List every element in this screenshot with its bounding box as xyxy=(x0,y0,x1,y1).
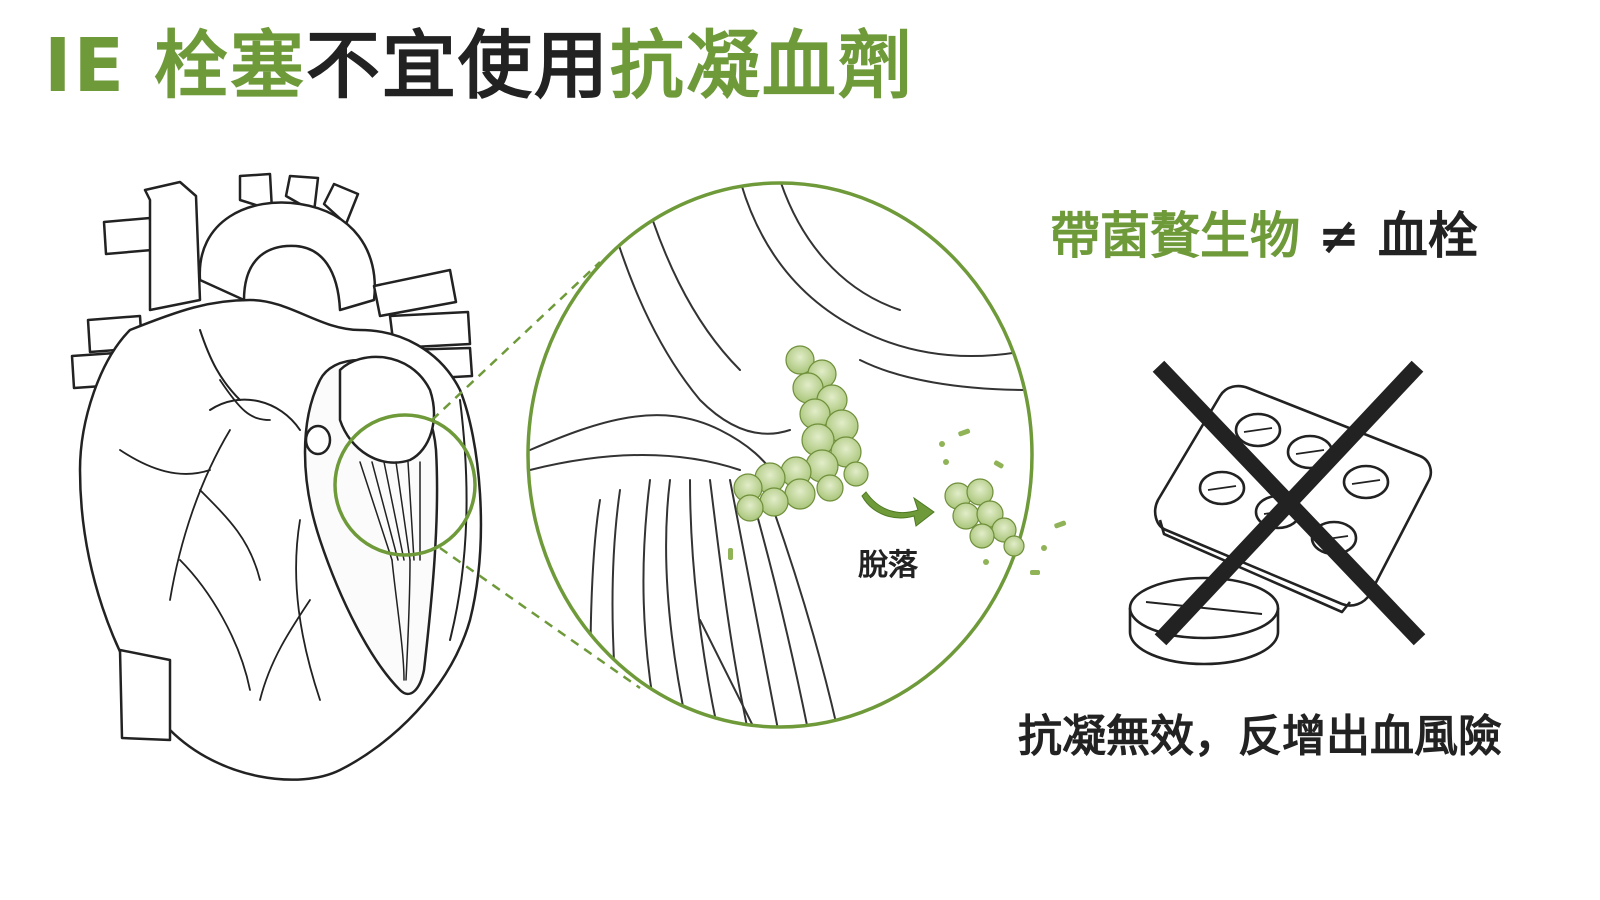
zoom-detail xyxy=(528,183,1032,727)
magnifier-small-circle xyxy=(333,413,477,557)
vegetation-not-thrombus-label: 帶菌贅生物 ≠ 血栓 xyxy=(1050,196,1478,268)
embolus-fragments xyxy=(728,428,1067,575)
not-equal-sign: ≠ xyxy=(1318,207,1360,265)
detached-embolus-icon xyxy=(944,478,1025,557)
zoom-connector-top xyxy=(431,261,601,421)
x-mark-icon xyxy=(1152,360,1426,646)
zoom-circle xyxy=(526,181,1034,729)
detach-label: 脫落 xyxy=(858,548,918,583)
page-title: IE 栓塞不宜使用抗凝血劑 xyxy=(44,23,914,109)
bacterial-vegetation-icon xyxy=(733,345,869,522)
zoom-connector-bottom xyxy=(439,546,641,690)
thrombus-label: 血栓 xyxy=(1377,207,1478,265)
vena-cava-upper xyxy=(102,216,154,256)
title-part-not-recommended: 不宜使用 xyxy=(305,23,610,109)
vegetation-label: 帶菌贅生物 xyxy=(1050,207,1300,265)
heart-icon xyxy=(70,172,483,781)
title-part-ie-embolism: IE 栓塞 xyxy=(44,23,306,109)
conclusion-label: 抗凝無效，反增出血風險 xyxy=(1018,711,1502,762)
title-part-anticoagulant: 抗凝血劑 xyxy=(609,23,914,109)
curved-arrow-icon xyxy=(861,491,935,527)
